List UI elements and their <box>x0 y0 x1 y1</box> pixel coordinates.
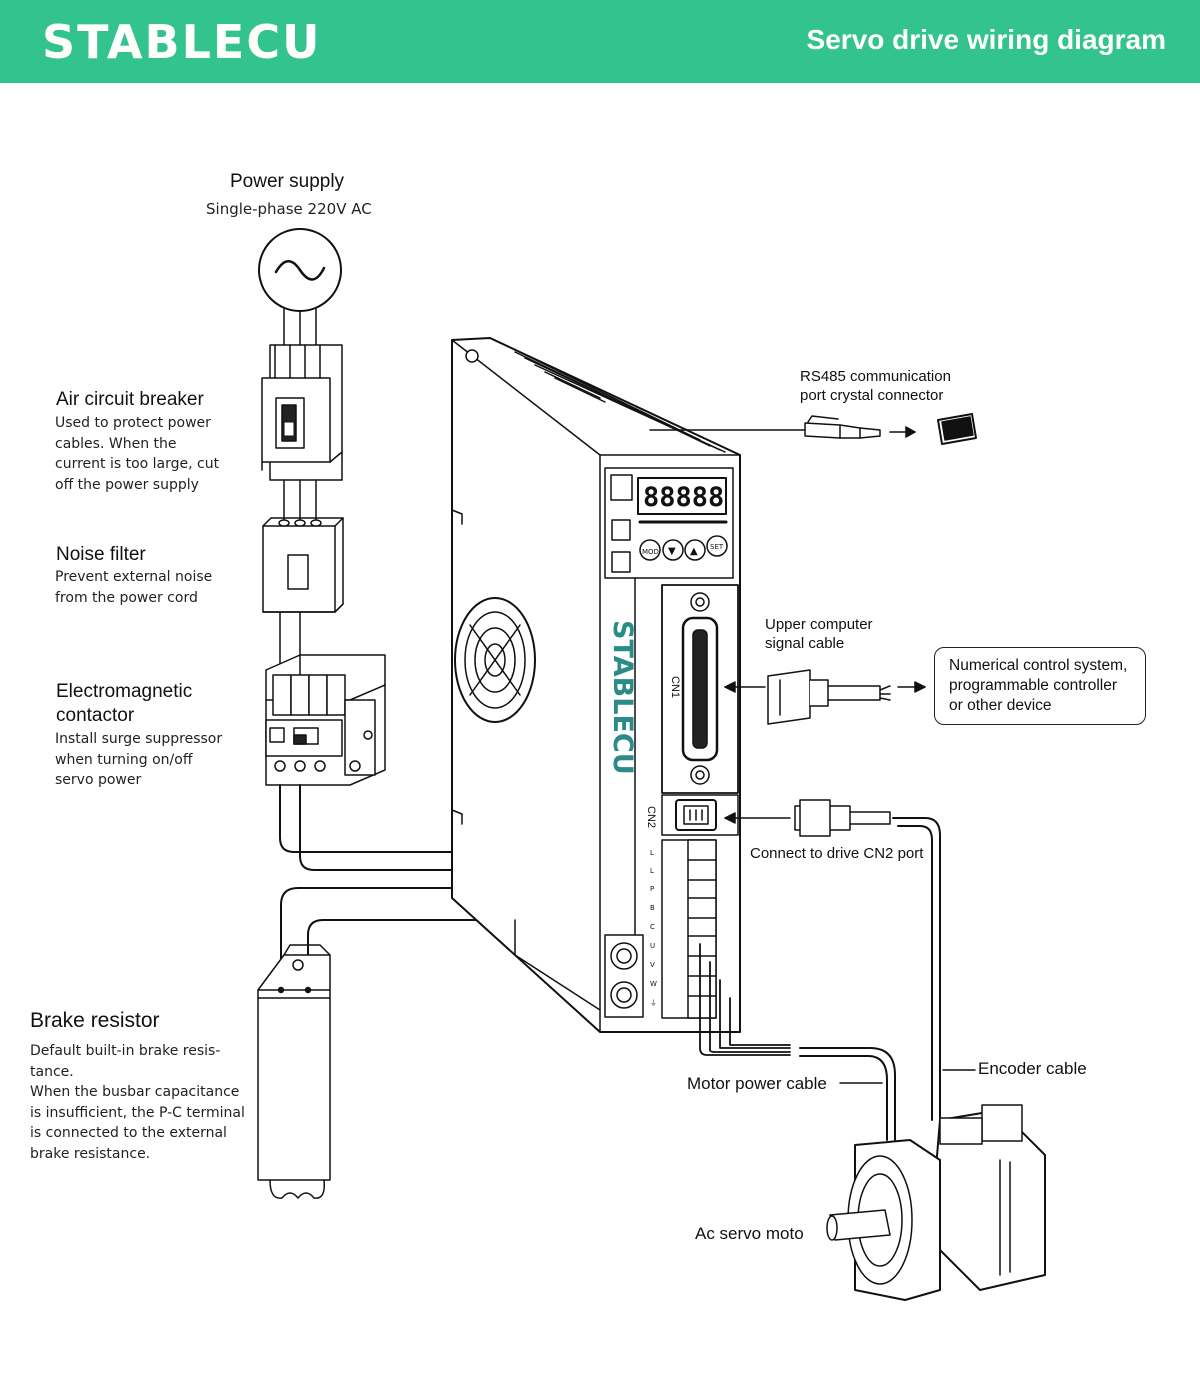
brake-resistor-title: Brake resistor <box>30 1009 160 1032</box>
servo-motor-label: Ac servo moto <box>695 1224 804 1243</box>
cooling-fan-icon <box>454 597 536 723</box>
terminal-block <box>604 839 717 1019</box>
brand-logo: STABLECU <box>42 15 322 69</box>
terminal-c: C <box>650 923 655 931</box>
terminal-p: P <box>650 885 654 893</box>
terminal-l2: L <box>650 867 654 875</box>
cn1-plug-icon <box>767 669 891 725</box>
brake-resistor-icon <box>257 944 331 1199</box>
electromagnetic-contactor-icon <box>265 654 386 786</box>
drive-brand-text: STABLECU <box>607 620 638 775</box>
drive-buttons <box>639 535 728 561</box>
brake-resistor-desc: Default built-in brake resis- tance. Whe… <box>30 1043 245 1162</box>
power-supply-subtitle: Single-phase 220V AC <box>206 200 372 218</box>
noise-filter-desc: Prevent external noise from the power co… <box>55 569 213 606</box>
up-button-label: ▲ <box>690 546 698 557</box>
page-title: Servo drive wiring diagram <box>806 24 1166 55</box>
power-supply-title: Power supply <box>230 171 345 192</box>
contactor-title: Electromagnetic contactor <box>56 681 193 726</box>
terminal-w: W <box>650 980 657 988</box>
drive-display: 88888 <box>643 482 724 513</box>
upper-computer-label: Upper computer signal cable <box>765 616 873 652</box>
encoder-cable-label: Encoder cable <box>978 1059 1087 1078</box>
nc-system-box: Numerical control system, programmable c… <box>934 647 1146 725</box>
header-bar: STABLECU Servo drive wiring diagram <box>0 0 1200 83</box>
mod-button-label: MOD <box>642 548 659 556</box>
air-breaker-title: Air circuit breaker <box>56 389 204 410</box>
cn2-connector <box>661 794 739 836</box>
cn2-label: CN2 <box>645 806 657 828</box>
set-button-label: SET <box>710 543 724 551</box>
motor-power-cable-label: Motor power cable <box>687 1074 827 1093</box>
rj45-port-icon <box>937 413 977 445</box>
cn1-label: CN1 <box>669 676 681 698</box>
terminal-ground: ⏚ <box>650 999 657 1007</box>
air-circuit-breaker-icon <box>261 344 343 481</box>
cn2-port-label: Connect to drive CN2 port <box>750 845 924 862</box>
down-button-label: ▼ <box>668 546 676 557</box>
noise-filter-title: Noise filter <box>56 544 146 565</box>
terminal-l1: L <box>650 849 654 857</box>
terminal-b: B <box>650 904 655 912</box>
terminal-u: U <box>650 942 655 950</box>
ac-source-icon <box>258 228 342 312</box>
warning-icon <box>610 474 633 501</box>
rs485-plug-icon <box>804 415 881 439</box>
air-breaker-desc: Used to protect power cables. When the c… <box>55 415 220 493</box>
cn1-connector <box>661 584 739 794</box>
rs485-label: RS485 communication port crystal connect… <box>800 368 951 404</box>
terminal-v: V <box>650 961 655 969</box>
contactor-desc: Install surge suppressor when turning on… <box>55 731 223 788</box>
servo-motor-icon <box>826 1104 1046 1301</box>
noise-filter-icon <box>262 517 344 613</box>
cn2-plug-icon <box>794 799 891 837</box>
